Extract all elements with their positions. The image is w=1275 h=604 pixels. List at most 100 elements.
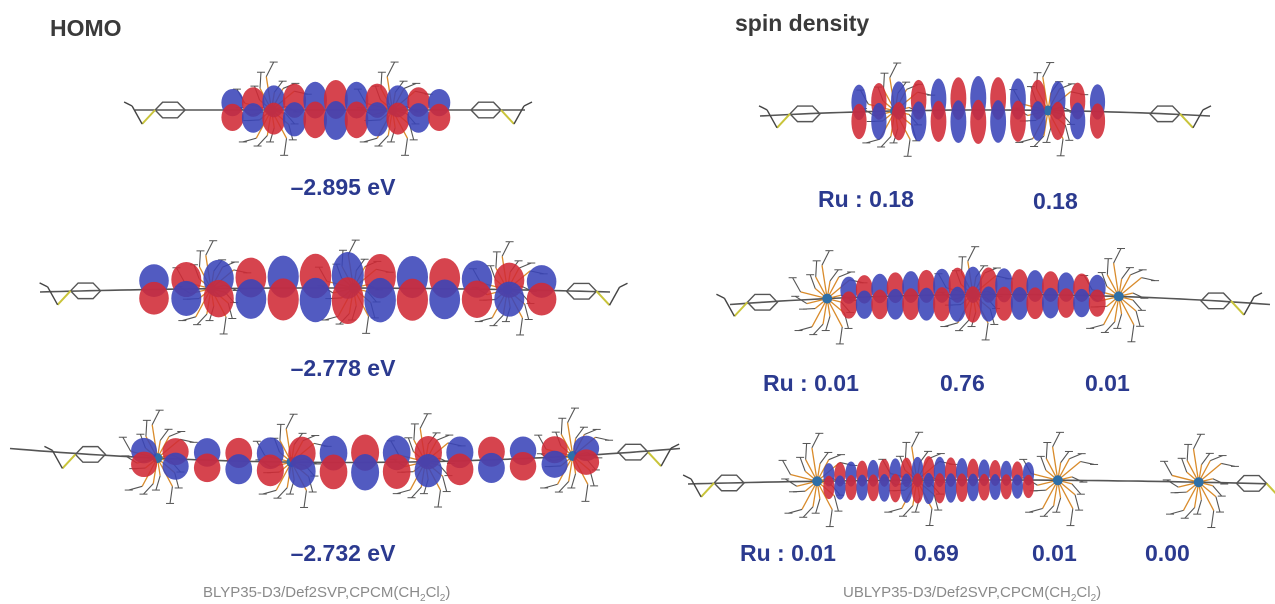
- ligand-bond: [902, 505, 914, 517]
- ligand-bond: [1064, 124, 1070, 141]
- phenyl-ring: [69, 282, 102, 300]
- ligand-bond: [567, 407, 576, 423]
- ligand-bond: [143, 483, 154, 495]
- phosphine-bond: [1182, 481, 1200, 511]
- ligand-bond: [1071, 476, 1084, 483]
- ligand-bond: [1181, 458, 1188, 473]
- phosphine-bond: [826, 298, 843, 328]
- ligand-bond: [205, 240, 214, 256]
- density-lobe: [956, 473, 968, 503]
- ligand-bond: [324, 315, 339, 321]
- density-lobe: [494, 281, 525, 317]
- phenyl-ring: [1149, 105, 1181, 123]
- homo-energy-3: –2.732 eV: [290, 540, 396, 566]
- ligand-bond: [1071, 483, 1082, 495]
- ligand-bond: [413, 423, 416, 441]
- phosphine-bond: [1057, 479, 1074, 509]
- density-lobe: [1026, 287, 1044, 320]
- ligand-bond: [1040, 456, 1047, 471]
- phenyl-ring: [713, 474, 746, 492]
- ligand-bond: [933, 494, 939, 511]
- ligand-bond: [1130, 324, 1135, 342]
- phenyl-ring: [617, 443, 650, 461]
- ligand-bond: [223, 316, 227, 335]
- ligand-bond: [365, 316, 370, 334]
- density-lobe: [461, 280, 493, 318]
- density-lobe: [429, 279, 461, 320]
- molecule-backbone: [759, 109, 1211, 117]
- homo-orbital-image-1: [123, 61, 533, 156]
- ligand-bond: [285, 413, 295, 430]
- spin-method-label: UBLYP35-D3/Def2SVP,CPCM(CH2Cl2): [843, 584, 1102, 604]
- ligand-bond: [303, 490, 307, 508]
- density-lobe: [364, 277, 396, 323]
- ligand-bond: [967, 246, 976, 262]
- ligand-bond: [543, 483, 558, 489]
- ligand-bond: [794, 295, 808, 305]
- ligand-bond: [799, 457, 806, 472]
- density-lobe: [1000, 474, 1012, 500]
- ligand-bond: [1192, 434, 1202, 450]
- density-lobe: [871, 289, 889, 320]
- density-lobe: [288, 454, 316, 488]
- density-lobe: [262, 102, 286, 135]
- homo-method-label: BLYP35-D3/Def2SVP,CPCM(CH2Cl2): [203, 584, 451, 604]
- phenyl-ring: [565, 282, 598, 300]
- methyl-bond: [682, 474, 692, 480]
- ligand-bond: [151, 409, 161, 425]
- ligand-bond: [1196, 499, 1202, 515]
- density-lobe: [351, 454, 380, 491]
- density-lobe: [871, 102, 887, 140]
- ligand-bond: [159, 428, 169, 441]
- ligand-bond: [1060, 451, 1070, 463]
- density-lobe: [171, 280, 202, 316]
- ligand-bond: [784, 478, 798, 487]
- methyl-bond: [1253, 292, 1263, 298]
- ligand-bond: [838, 271, 852, 278]
- ruthenium-atom: [822, 293, 833, 304]
- ligand-bond: [168, 430, 182, 438]
- density-lobe: [414, 453, 442, 488]
- ligand-bond: [829, 269, 839, 282]
- phosphine-bond: [566, 422, 574, 457]
- ligand-bond: [519, 317, 523, 336]
- ligand-bond: [575, 426, 585, 439]
- ligand-bond: [584, 428, 597, 435]
- ligand-bond: [122, 436, 132, 452]
- spin-density-image-1: [758, 62, 1212, 157]
- density-lobe: [1073, 288, 1091, 318]
- density-lobe: [990, 100, 1007, 143]
- phenyl-ring: [470, 101, 502, 119]
- ligand-bond: [958, 319, 970, 331]
- phosphine-bond: [1112, 262, 1120, 297]
- ligand-bond: [1184, 507, 1195, 519]
- density-lobe: [1011, 474, 1024, 499]
- methyl-bond: [660, 447, 672, 467]
- density-lobe: [840, 291, 858, 319]
- ligand-bond: [1210, 455, 1223, 462]
- ligand-bond: [1215, 496, 1221, 513]
- ligand-bond: [1033, 135, 1045, 147]
- density-lobe: [922, 472, 935, 505]
- density-lobe: [344, 101, 369, 139]
- ligand-bond: [1046, 127, 1052, 143]
- density-lobe: [917, 287, 936, 321]
- ligand-bond: [1052, 432, 1061, 448]
- density-lobe: [526, 282, 557, 316]
- density-lobe: [944, 473, 957, 503]
- density-lobe: [256, 454, 284, 487]
- sulfur-bond: [1265, 482, 1275, 494]
- spin-density-heading: spin density: [735, 10, 870, 36]
- ligand-bond: [501, 241, 511, 257]
- density-lobe: [1050, 101, 1066, 141]
- ruthenium-atom: [1043, 105, 1053, 116]
- ligand-bond: [277, 487, 288, 499]
- ligand-bond: [257, 135, 268, 147]
- ligand-bond: [198, 250, 202, 268]
- ligand-bond: [907, 139, 911, 157]
- methyl-bond: [513, 105, 525, 125]
- homo-orbital-image-3: [9, 407, 681, 508]
- phosphine-bond: [1118, 296, 1135, 326]
- density-lobe: [1089, 103, 1106, 139]
- density-lobe: [930, 100, 947, 142]
